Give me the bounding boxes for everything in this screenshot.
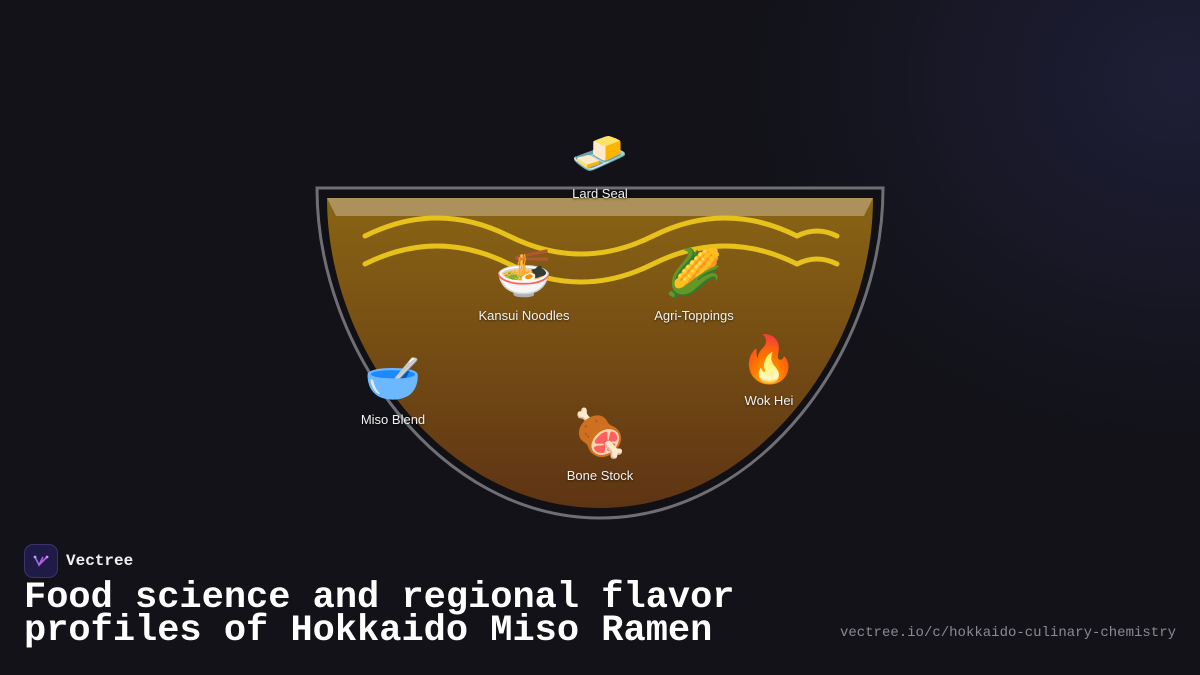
fat-layer [327,198,873,216]
ramen-bowl-icon: 🍜 [495,246,553,300]
item-label-kansui-noodles: Kansui Noodles [478,308,570,323]
meat-on-bone-icon: 🍖 [571,406,629,460]
item-label-agri-toppings: Agri-Toppings [654,308,734,323]
bowl-with-spoon-icon: 🥣 [364,351,422,405]
broth [327,198,873,508]
corn-icon: 🌽 [665,246,723,300]
noodle-strand-2 [362,243,840,285]
brand: Vectree [24,544,133,578]
source-url: vectree.io/c/hokkaido-culinary-chemistry [839,625,1176,641]
item-label-miso-blend: Miso Blend [360,412,426,427]
brand-name: Vectree [66,552,134,570]
fire-icon: 🔥 [740,332,798,386]
item-label-bone-stock: Bone Stock [566,468,634,483]
vectree-logo-icon [24,544,58,578]
item-label-lard-seal: Lard Seal [572,186,628,201]
noodle-strand-1 [362,215,840,257]
item-label-wok-hei: Wok Hei [744,393,794,408]
butter-icon: 🧈 [571,126,629,180]
headline: Food science and regional flavor profile… [24,577,735,652]
